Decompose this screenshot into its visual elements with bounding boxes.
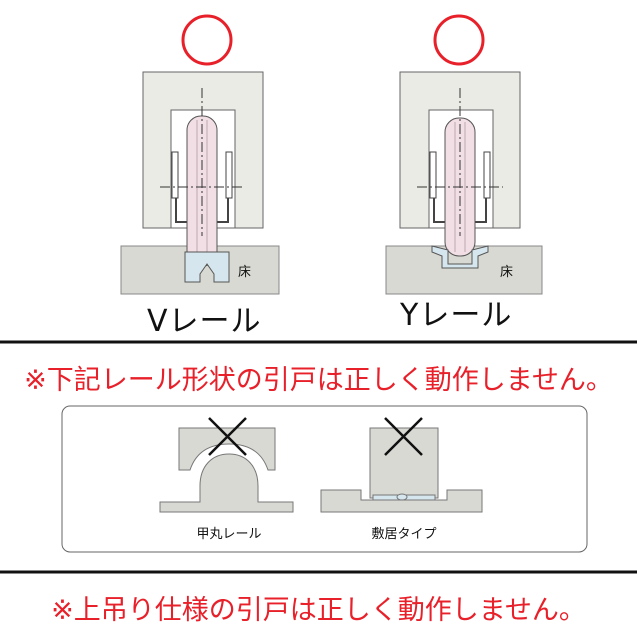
sill-floor [320,489,483,513]
ng-example-label: 敷居タイプ [371,527,436,542]
v-rail-label: Vレール [147,304,262,339]
ng-example-label: 甲丸レール [196,527,261,542]
round-rail-diagram [159,417,294,513]
floor-label: 床 [238,265,251,280]
y-rail-label: Yレール [400,298,513,333]
ok-circle-mark [433,14,485,66]
v-rail-diagram [120,14,280,295]
door-panel [369,427,439,499]
sill-type-diagram [320,417,483,513]
floor-label: 床 [500,265,513,280]
v-rail [184,251,230,283]
floor-with-round-rail [178,427,276,471]
top-hung-warning: ※上吊り仕様の引戸は正しく動作しません。 [51,595,586,626]
y-rail-diagram [385,14,543,295]
ng-rail-warning: ※下記レール形状の引戸は正しく動作しません。 [24,365,613,396]
cross-mark [384,417,423,456]
y-rail [431,245,489,269]
cross-mark [208,417,247,456]
ok-circle-mark [181,14,233,66]
ng-panel [61,405,588,553]
